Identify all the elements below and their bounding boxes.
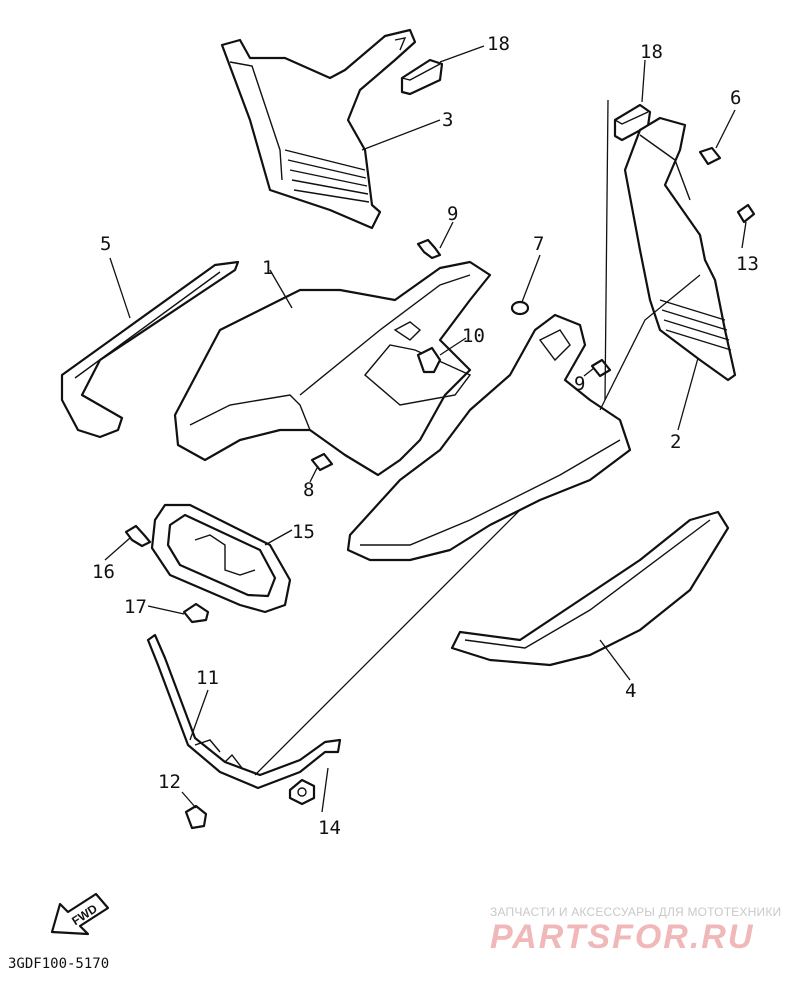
watermark-tagline: ЗАПЧАСТИ И АКСЕССУАРЫ ДЛЯ МОТОТЕХНИКИ: [490, 905, 782, 919]
part-13-bolt: [736, 203, 756, 224]
callout-16: 16: [92, 561, 115, 583]
part-14-nut: [288, 778, 316, 806]
callout-13: 13: [736, 253, 759, 275]
callout-14: 14: [318, 817, 341, 839]
callout-9-top: 9: [447, 203, 458, 225]
callout-15: 15: [292, 521, 315, 543]
part-4-right-trim: [450, 510, 730, 667]
callout-1: 1: [262, 257, 273, 279]
part-15-light-bracket: [150, 503, 292, 614]
callout-6: 6: [730, 87, 741, 109]
part-2-right-side-cover: [623, 116, 737, 382]
callout-10: 10: [462, 325, 485, 347]
callout-8: 8: [303, 479, 314, 501]
part-5-left-trim: [60, 260, 240, 439]
drawing-code: 3GDF100-5170: [8, 956, 110, 972]
callout-17: 17: [124, 596, 147, 618]
part-7-grommet: [510, 300, 530, 316]
callout-12: 12: [158, 771, 181, 793]
callout-11: 11: [196, 667, 219, 689]
part-1-front-fender: [173, 260, 492, 477]
callout-2: 2: [670, 431, 681, 453]
part-9-bolt-a: [416, 238, 442, 260]
callout-3: 3: [442, 109, 453, 131]
part-17-bolt: [182, 602, 210, 624]
callout-18-left: 18: [487, 33, 510, 55]
part-8-bolt: [310, 452, 334, 472]
part-1-rear-fender: [346, 313, 632, 562]
part-11-stay-bar: [146, 633, 342, 790]
callout-5: 5: [100, 233, 111, 255]
part-12-bolt: [184, 804, 208, 830]
part-9-bolt-b: [590, 358, 612, 378]
leader-lines: [104, 45, 747, 813]
callout-4: 4: [625, 680, 636, 702]
part-10-clip: [416, 346, 442, 374]
part-3-left-side-cover: [220, 28, 417, 230]
watermark-brand: PARTSFOR.RU: [490, 918, 755, 956]
callout-7: 7: [533, 233, 544, 255]
callout-9-right: 9: [574, 373, 585, 395]
part-18-pad-left: [400, 58, 444, 96]
callout-18-right: 18: [640, 41, 663, 63]
fwd-arrow-icon: FWD: [50, 892, 110, 936]
part-6-bolt: [698, 146, 722, 166]
part-16-bolt: [124, 524, 152, 548]
